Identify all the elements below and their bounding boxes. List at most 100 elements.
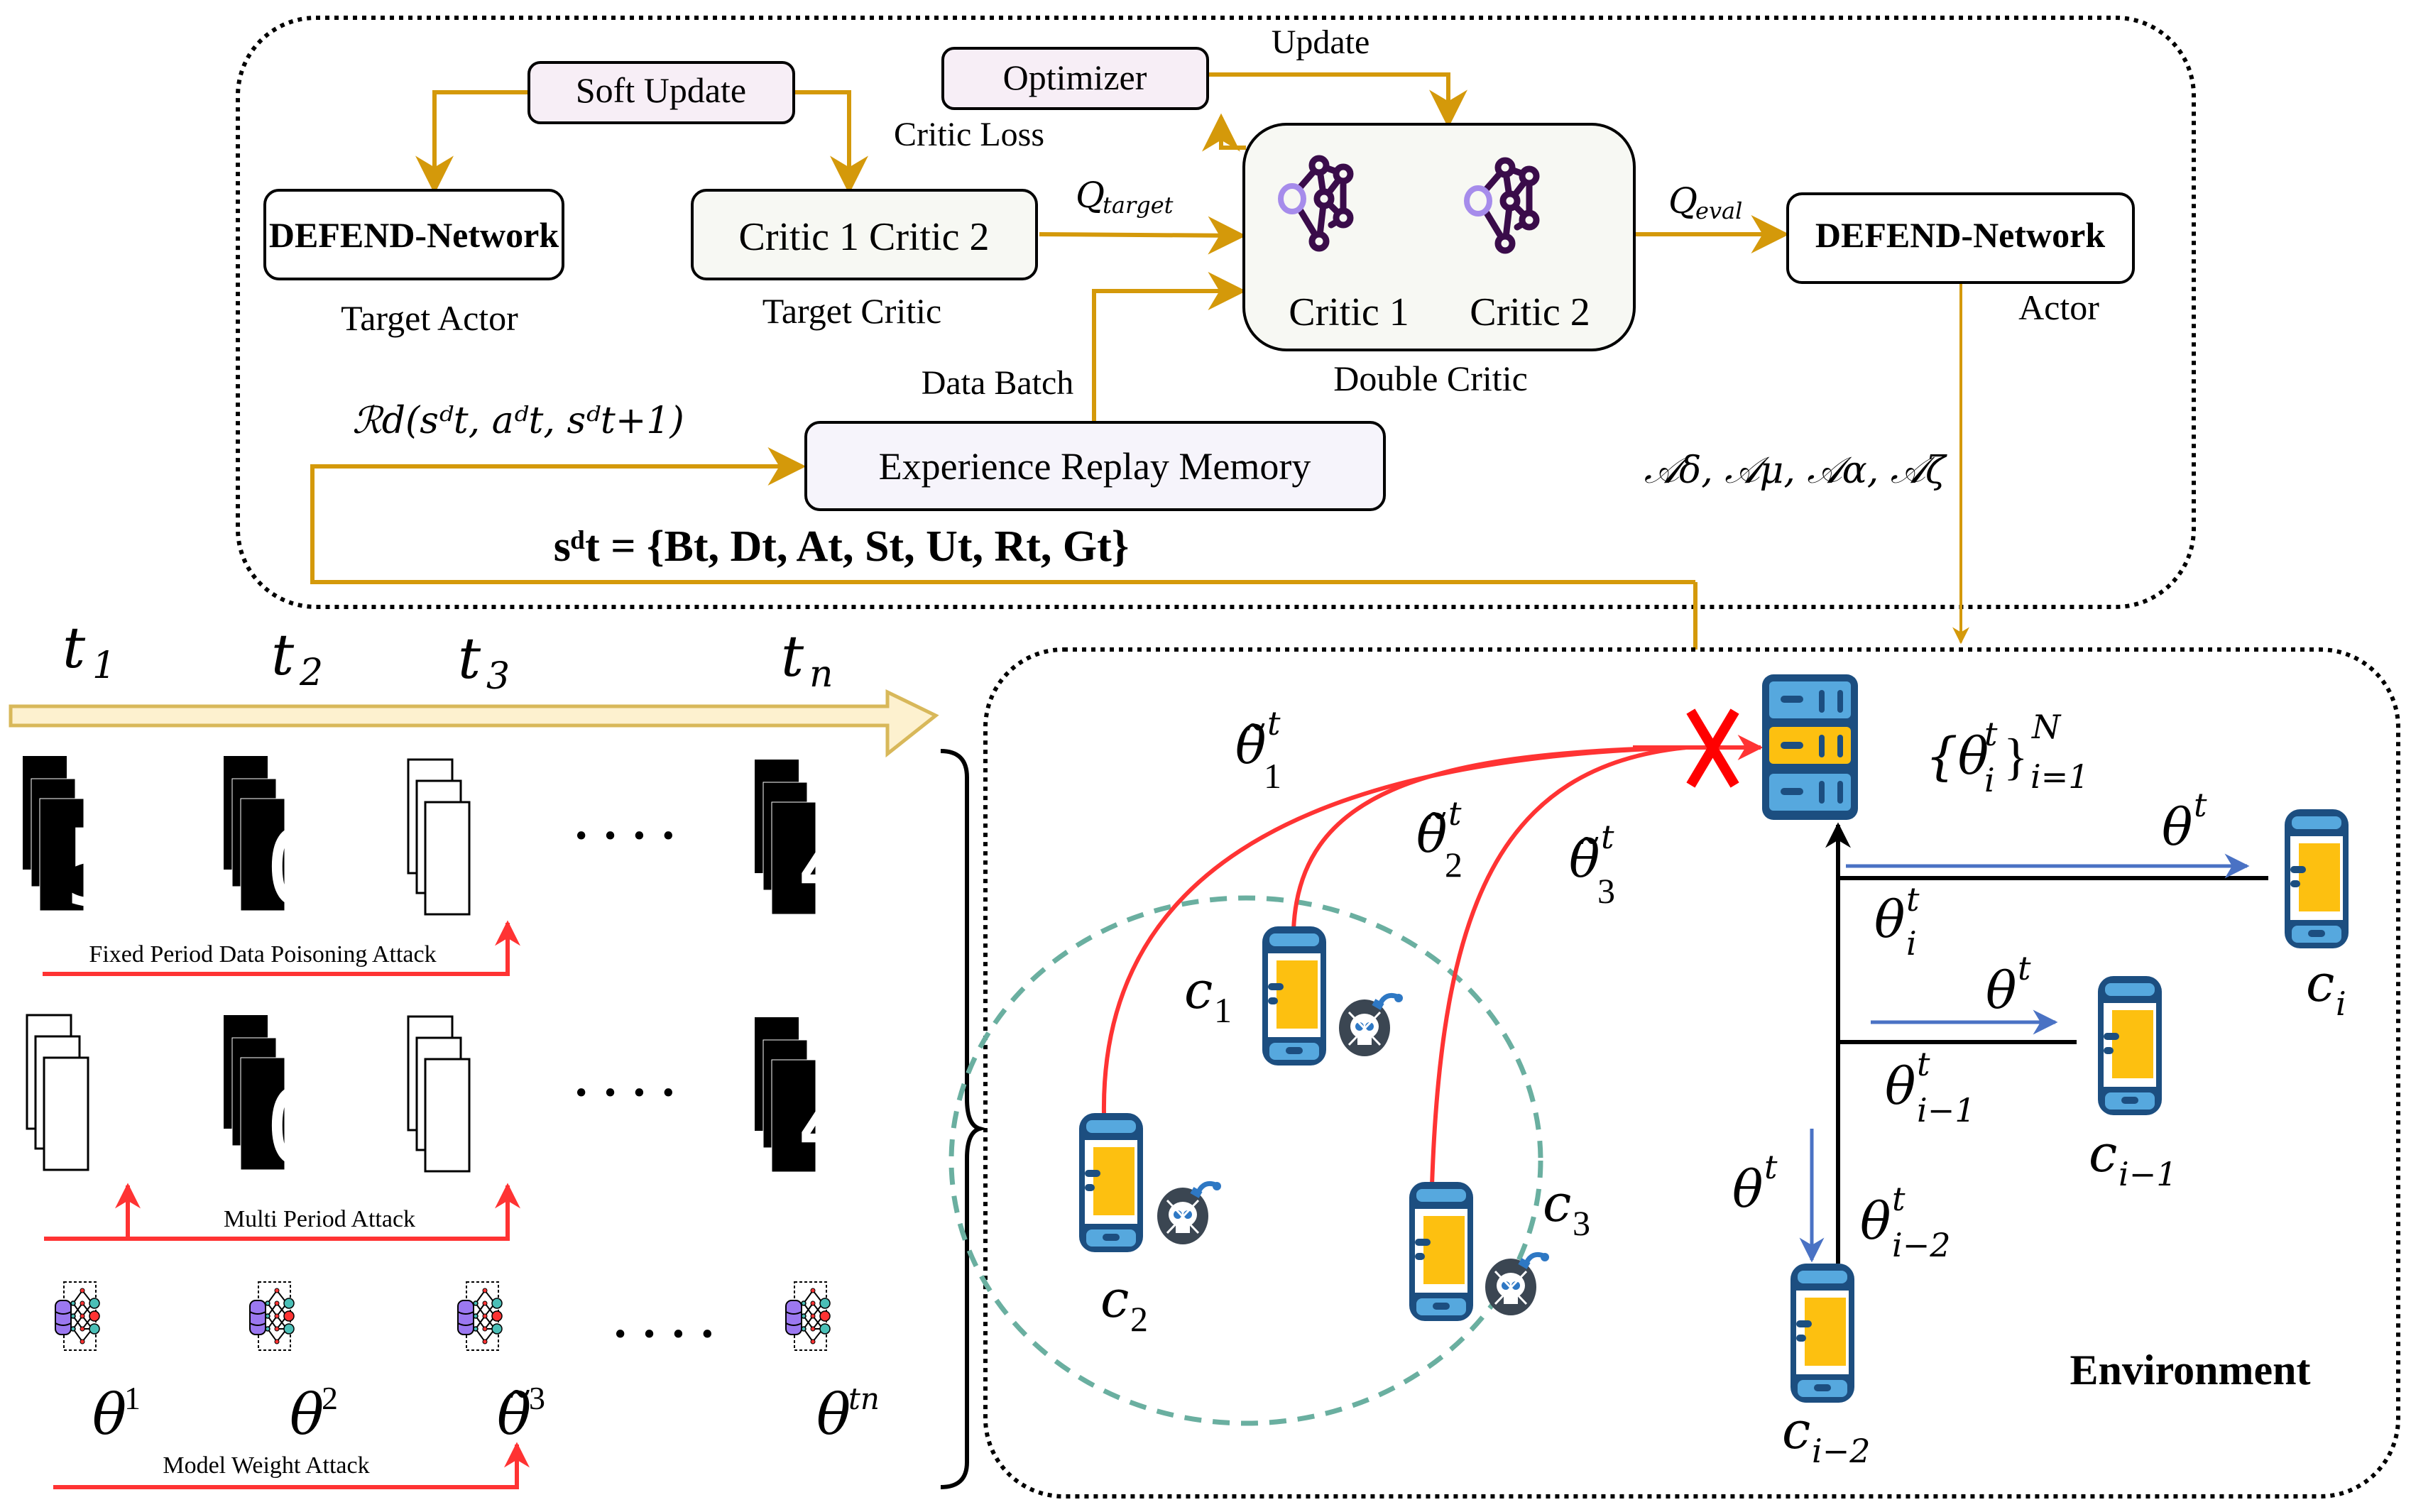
digit-4-row2: 4 bbox=[797, 1063, 864, 1186]
actions-expression: 𝒜δ, 𝒜μ, 𝒜α, 𝒜ζ bbox=[1644, 449, 1947, 492]
svg-text:2: 2 bbox=[1130, 1299, 1148, 1339]
svg-text:1: 1 bbox=[124, 1380, 141, 1416]
soft-update-to-target-actor bbox=[415, 90, 529, 195]
actor-network-label: DEFEND-Network bbox=[1815, 215, 2105, 255]
svg-text:target: target bbox=[1103, 192, 1174, 219]
attack-grouping-brace bbox=[940, 749, 988, 1489]
theta-1-label: θ1 bbox=[92, 1380, 141, 1447]
attack-label-fixed-period: Fixed Period Data Poisoning Attack bbox=[89, 941, 436, 968]
svg-text:θ: θ bbox=[1885, 1056, 1915, 1116]
svg-text:c: c bbox=[2306, 953, 2334, 1013]
critic-1-label: Critic 1 bbox=[1289, 290, 1409, 334]
malicious-update-label-1: θ̃t1 bbox=[1235, 704, 1281, 796]
svg-text:θ: θ bbox=[1732, 1159, 1763, 1219]
ellipsis: · · · · bbox=[573, 809, 677, 863]
svg-text:i−1: i−1 bbox=[2118, 1155, 2177, 1193]
skull-bomb-icon bbox=[1157, 1182, 1221, 1244]
optimizer-label: Optimizer bbox=[1003, 57, 1147, 97]
environment-boundary bbox=[983, 647, 2400, 1499]
target-actor-caption: Target Actor bbox=[341, 298, 518, 338]
benign-client-ci-2-phone bbox=[1791, 1264, 1854, 1403]
malicious-update-curve-c3 bbox=[1430, 745, 1687, 1186]
reward-expression: ℛd(sᵈt, aᵈt, sᵈt+1) bbox=[352, 400, 684, 442]
svg-text:t: t bbox=[1601, 818, 1614, 856]
svg-text:c: c bbox=[1782, 1401, 1810, 1460]
model-weights-icon-2 bbox=[249, 1281, 295, 1351]
poisoned-frame-t3-row2 bbox=[407, 1015, 471, 1173]
theta-tilde-3-label: θ̃3 bbox=[497, 1380, 545, 1447]
agent-boundary bbox=[236, 16, 2196, 609]
theta-2-label: θ2 bbox=[290, 1380, 338, 1447]
svg-text:t: t bbox=[271, 622, 295, 688]
data-batch-arrow bbox=[1092, 272, 1247, 426]
ellipsis-row2: · · · · bbox=[573, 1065, 677, 1120]
svg-text:θ̃: θ̃ bbox=[1416, 804, 1447, 864]
critic-loss-arrow bbox=[1202, 113, 1246, 152]
target-critic-box: Critic 1 Critic 2 bbox=[691, 189, 1038, 280]
skull-bomb-icon bbox=[1339, 994, 1403, 1056]
digit-4: 4 bbox=[797, 804, 864, 927]
benign-client-ci-1-phone bbox=[2098, 976, 2162, 1115]
svg-text:1: 1 bbox=[1214, 990, 1232, 1030]
phone-icon bbox=[1262, 926, 1326, 1065]
poisoned-frame-t1 bbox=[26, 1014, 89, 1171]
svg-text:t: t bbox=[62, 615, 86, 681]
svg-text:t: t bbox=[2018, 949, 2031, 987]
svg-text:θ̃: θ̃ bbox=[1235, 716, 1266, 775]
server-icon bbox=[1762, 674, 1858, 820]
soft-update-label: Soft Update bbox=[576, 70, 746, 110]
target-critic-label: Critic 1 Critic 2 bbox=[738, 215, 989, 259]
update-label: Update bbox=[1272, 23, 1370, 61]
svg-text:θ: θ bbox=[1986, 960, 2016, 1020]
timeline-arrow bbox=[9, 689, 939, 758]
attack-row-multi-period: 0 · · · · 4 Multi Period Attack bbox=[26, 1014, 864, 1241]
svg-text:t: t bbox=[1267, 704, 1281, 743]
data-batch-label: Data Batch bbox=[922, 364, 1074, 402]
digit-0: 0 bbox=[265, 807, 332, 931]
svg-text:2: 2 bbox=[1445, 845, 1463, 884]
double-critic-box: Critic 1 Critic 2 bbox=[1242, 123, 1636, 351]
svg-text:θ: θ bbox=[1874, 889, 1905, 949]
attack-label-model-weight: Model Weight Attack bbox=[163, 1452, 369, 1479]
blocked-cross-icon bbox=[1686, 708, 1739, 788]
svg-text:t: t bbox=[781, 623, 804, 689]
svg-text:}: } bbox=[2003, 728, 2028, 785]
aggregated-models-label: {θ t i } N i=1 bbox=[1925, 708, 2089, 799]
svg-text:i−2: i−2 bbox=[1812, 1432, 1871, 1470]
benign-client-ci-phone bbox=[2285, 809, 2349, 948]
malicious-update-curve-c1 bbox=[1291, 745, 1687, 931]
svg-text:θ: θ bbox=[2162, 797, 2192, 857]
actor-box: DEFEND-Network bbox=[1786, 192, 2135, 284]
critic-2-label: Critic 2 bbox=[1470, 290, 1590, 334]
target-actor-network-label: DEFEND-Network bbox=[269, 215, 559, 255]
actor-caption: Actor bbox=[2018, 287, 2099, 327]
model-weights-icon-3 bbox=[457, 1281, 503, 1351]
svg-text:tn: tn bbox=[848, 1381, 880, 1416]
phone-icon bbox=[1079, 1113, 1143, 1252]
svg-text:θ: θ bbox=[816, 1381, 851, 1447]
q-target-arrow bbox=[1039, 216, 1247, 255]
svg-text:t: t bbox=[458, 625, 481, 691]
svg-text:2: 2 bbox=[299, 652, 323, 694]
experience-replay-memory-label: Experience Replay Memory bbox=[879, 445, 1311, 488]
svg-text:n: n bbox=[809, 653, 833, 696]
digit-0-row2: 0 bbox=[265, 1066, 332, 1190]
digit-5: 5 bbox=[64, 807, 131, 931]
environment-title: Environment bbox=[2070, 1347, 2311, 1393]
critic-loss-label: Critic Loss bbox=[894, 116, 1044, 153]
malicious-update-label-2: θ̃t2 bbox=[1416, 794, 1463, 884]
poisoned-frame-t3 bbox=[407, 758, 471, 916]
target-actor-box: DEFEND-Network bbox=[263, 189, 564, 280]
target-critic-caption: Target Critic bbox=[762, 291, 941, 331]
malicious-client-cluster bbox=[948, 895, 1543, 1426]
